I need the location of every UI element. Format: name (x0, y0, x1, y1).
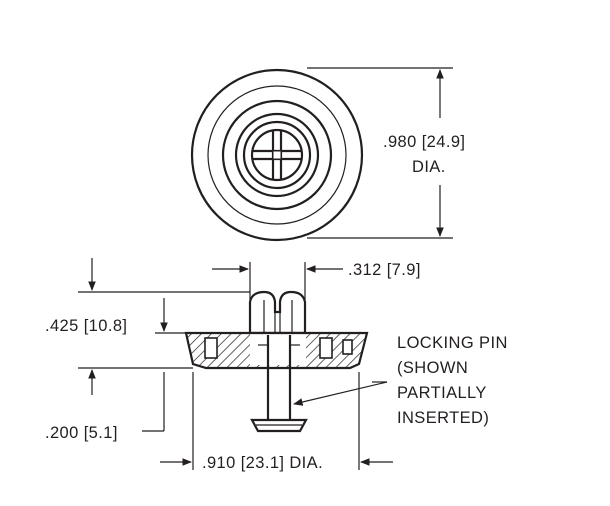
callout-line-3: PARTIALLY (397, 384, 487, 402)
outer-circle (190, 68, 364, 242)
callout-line-2: (SHOWN (397, 359, 468, 377)
diameter-label: .980 [24.9] (383, 133, 465, 151)
base-diameter-label: .910 [23.1] DIA. (202, 454, 323, 472)
cross-slot-icon (250, 128, 304, 182)
ring-inner-circle (234, 112, 320, 198)
ring-outer-circle (221, 99, 333, 211)
bottom-label: .200 [5.1] (45, 424, 118, 442)
callout-line-4: INSERTED) (397, 409, 489, 427)
locking-pin-shaft (250, 335, 308, 433)
side-view: .312 [7.9] .425 [10.8] .200 [5.1] .910 [… (45, 258, 508, 472)
middle-circle (207, 85, 347, 225)
diameter-suffix: DIA. (412, 158, 446, 176)
height-label: .425 [10.8] (45, 317, 127, 335)
split-head (248, 290, 307, 335)
top-view: .980 [24.9] DIA. (190, 67, 465, 242)
callout-leader (293, 381, 388, 406)
pin-width-label: .312 [7.9] (348, 261, 421, 279)
callout-line-1: LOCKING PIN (397, 334, 508, 352)
pin-head-circle (242, 120, 312, 190)
